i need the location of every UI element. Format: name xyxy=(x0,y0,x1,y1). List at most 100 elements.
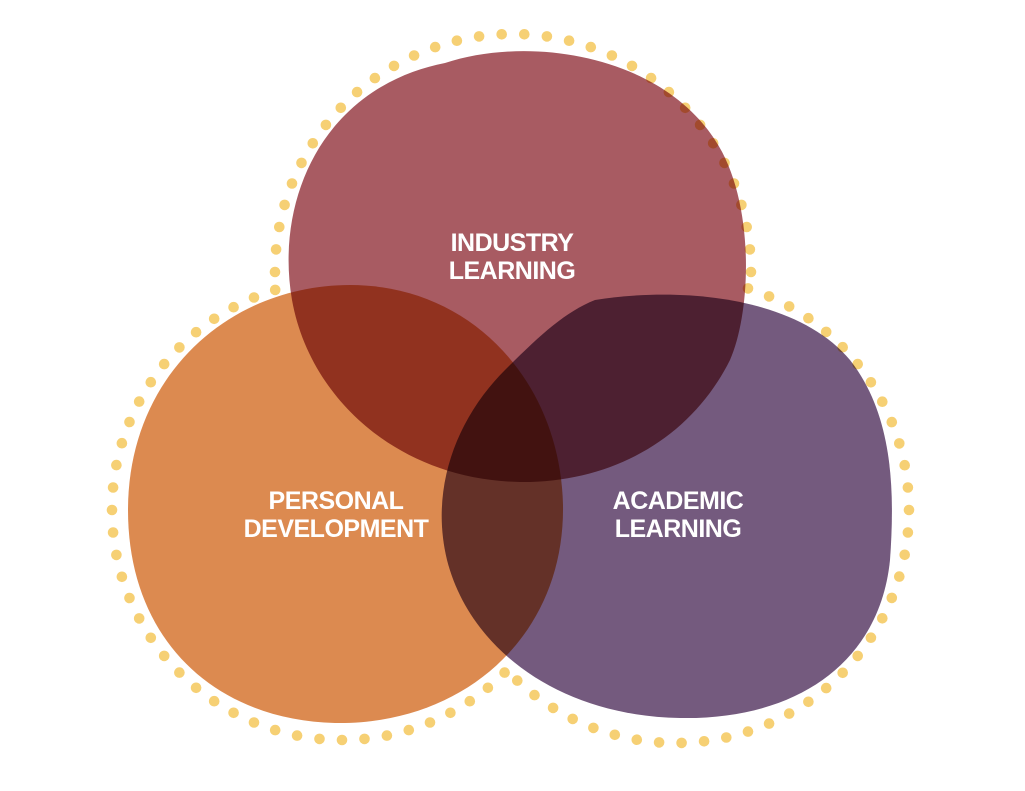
outline-dot xyxy=(865,632,877,643)
outline-dot xyxy=(107,527,119,538)
outline-dot xyxy=(335,102,347,114)
academic-label-line1: ACADEMIC xyxy=(612,487,744,515)
outline-dot xyxy=(631,734,643,745)
outline-dot xyxy=(403,724,415,736)
outline-dot xyxy=(269,284,281,296)
outline-dot xyxy=(482,682,494,694)
academic-learning-label: ACADEMIC LEARNING xyxy=(548,487,808,543)
outline-dot xyxy=(320,119,332,131)
outline-dot xyxy=(820,682,832,694)
outline-dot xyxy=(133,613,145,624)
outline-dot xyxy=(741,221,752,233)
outline-dot xyxy=(902,482,914,493)
personal-label-line2: DEVELOPMENT xyxy=(243,515,429,543)
outline-dot xyxy=(496,29,508,40)
industry-label-line2: LEARNING xyxy=(448,257,576,285)
outline-dot xyxy=(903,504,915,516)
outline-dot xyxy=(763,718,775,729)
outline-dot xyxy=(248,717,260,728)
outline-dot xyxy=(174,342,185,353)
outline-dot xyxy=(106,504,118,516)
outline-dot xyxy=(567,713,578,725)
outline-dot xyxy=(369,72,381,84)
outline-dot xyxy=(676,737,687,749)
outline-dot xyxy=(279,199,290,211)
outline-dot xyxy=(133,396,145,407)
outline-dot xyxy=(248,292,260,303)
outline-dot xyxy=(865,377,877,388)
outline-dot xyxy=(111,459,122,471)
outline-dot xyxy=(894,571,905,582)
outline-dot xyxy=(744,244,756,255)
outline-dot xyxy=(351,86,363,98)
outline-dot xyxy=(877,396,888,408)
outline-dot xyxy=(899,459,910,471)
industry-label-line1: INDUSTRY xyxy=(450,229,574,257)
outline-dot xyxy=(609,729,621,741)
outline-dot xyxy=(228,707,239,719)
outline-dot xyxy=(429,41,441,53)
outline-dot xyxy=(190,326,202,338)
outline-dot xyxy=(721,732,732,743)
outline-dot xyxy=(852,358,863,370)
outline-dot xyxy=(563,35,575,46)
outline-dot xyxy=(745,266,757,278)
outline-dot xyxy=(208,695,220,707)
outline-dot xyxy=(742,726,754,737)
outline-dot xyxy=(451,35,463,46)
outline-dot xyxy=(626,60,638,72)
outline-dot xyxy=(837,667,848,679)
outline-dot xyxy=(519,29,530,40)
outline-dot xyxy=(820,326,832,338)
outline-dot xyxy=(111,549,122,561)
outline-dot xyxy=(886,592,898,604)
dotted-outline xyxy=(106,29,915,749)
outline-dot xyxy=(158,650,170,662)
outline-dot xyxy=(606,50,618,61)
outline-dot xyxy=(803,696,814,708)
outline-dot xyxy=(445,707,456,719)
outline-dot xyxy=(588,722,599,734)
outline-dot xyxy=(307,138,319,149)
outline-dot xyxy=(174,667,185,678)
outline-dot xyxy=(269,724,281,736)
outline-dot xyxy=(296,157,307,169)
academic-label-line2: LEARNING xyxy=(614,515,742,543)
outline-dot xyxy=(473,31,485,42)
outline-dot xyxy=(541,31,553,42)
outline-dot xyxy=(529,689,540,701)
outline-dot xyxy=(585,41,597,53)
outline-dot xyxy=(763,291,775,302)
outline-dot xyxy=(894,438,905,449)
outline-dot xyxy=(886,416,898,428)
outline-dot xyxy=(270,244,282,255)
outline-dot xyxy=(852,650,863,662)
outline-dot xyxy=(274,221,285,233)
outline-dot xyxy=(190,682,202,694)
outline-dot xyxy=(145,376,157,388)
outline-dot xyxy=(336,734,348,746)
outline-dot xyxy=(877,613,888,624)
outline-dot xyxy=(286,178,298,189)
outline-dot xyxy=(512,675,523,686)
industry-learning-label: INDUSTRY LEARNING xyxy=(382,229,642,285)
outline-dot xyxy=(314,733,325,745)
academic-learning-circle xyxy=(441,294,892,719)
outline-dot xyxy=(107,482,119,493)
outline-dot xyxy=(228,301,239,313)
outline-dot xyxy=(269,266,281,278)
outline-dot xyxy=(653,737,665,748)
outline-dot xyxy=(388,60,400,72)
outline-dot xyxy=(158,358,170,370)
outline-dot xyxy=(424,717,436,728)
outline-dot xyxy=(464,695,476,707)
outline-dot xyxy=(116,437,128,449)
outline-dot xyxy=(803,312,814,324)
outline-dot xyxy=(208,313,220,325)
outline-dot xyxy=(124,592,135,604)
outline-dot xyxy=(116,571,128,583)
outline-dot xyxy=(124,416,135,428)
outline-dot xyxy=(547,702,559,714)
outline-dot xyxy=(783,708,795,719)
